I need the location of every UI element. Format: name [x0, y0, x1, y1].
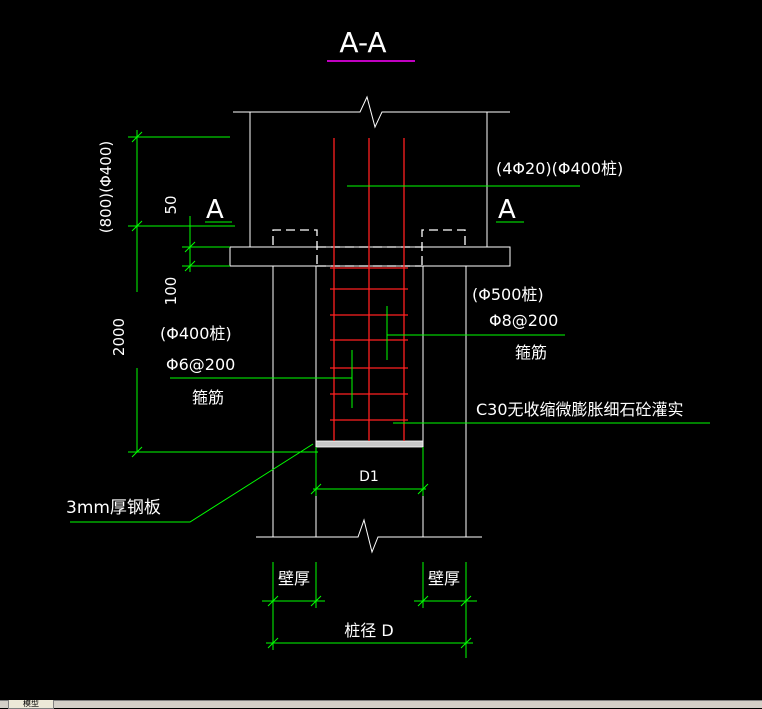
label-stirrup-6: Φ6@200 — [166, 355, 235, 374]
cap-outline — [229, 112, 511, 267]
label-d1: D1 — [359, 469, 379, 485]
section-mark-right: A — [498, 195, 516, 225]
steel-plate — [315, 440, 424, 448]
section-mark-left: A — [206, 195, 224, 225]
label-concrete-fill: C30无收缩微膨胀细石砼灌实 — [476, 400, 684, 419]
label-stirrup-left: 箍筋 — [192, 388, 224, 407]
tab-model[interactable]: 模型 — [8, 700, 54, 709]
label-wall-left: 壁厚 — [278, 569, 310, 588]
dim-50: 50 — [162, 195, 180, 214]
label-stirrup-8: Φ8@200 — [489, 311, 558, 330]
bottom-break-line — [256, 518, 482, 554]
top-break-line — [233, 95, 510, 129]
label-pile-500: (Φ500桩) — [472, 285, 544, 304]
label-steel-plate: 3mm厚钢板 — [66, 498, 161, 518]
section-title: A-A — [339, 26, 386, 59]
dim-anchor-length: (800)(Φ400) — [97, 141, 115, 233]
dimension-lines — [70, 130, 710, 658]
dim-100: 100 — [162, 277, 180, 306]
rebar-cage — [330, 138, 408, 441]
label-pile-400: (Φ400桩) — [160, 324, 232, 343]
label-rebar-main: (4Φ20)(Φ400桩) — [496, 159, 623, 178]
label-pile-diameter: 桩径 D — [344, 621, 393, 640]
label-stirrup-right: 箍筋 — [515, 343, 547, 362]
label-wall-right: 壁厚 — [428, 569, 460, 588]
dim-2000: 2000 — [110, 318, 128, 356]
